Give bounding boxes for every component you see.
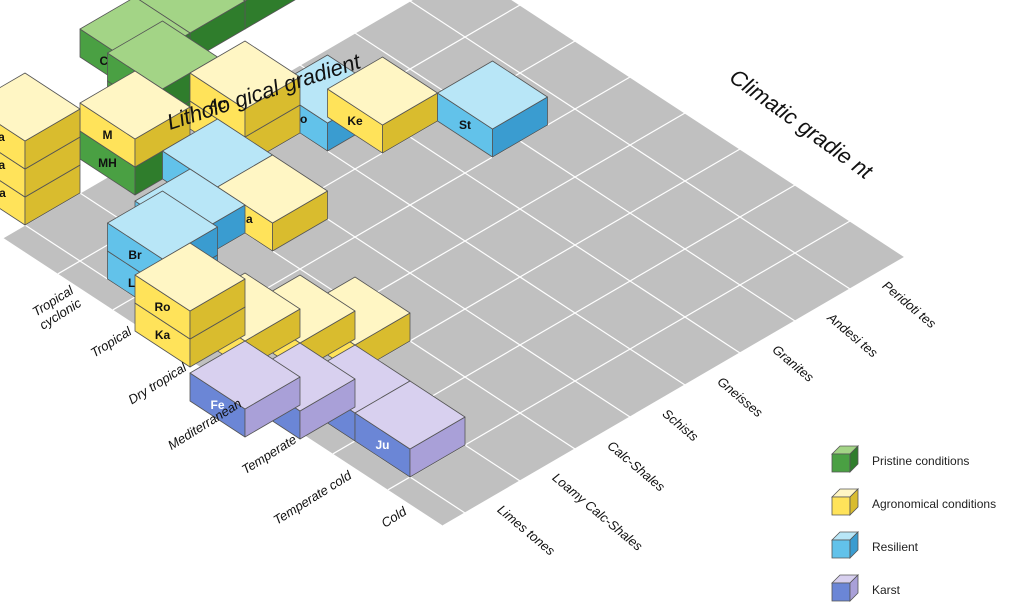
legend-label: Resilient [872,540,919,554]
cube-top-face [327,56,438,126]
cube-ju: Ju [354,380,466,478]
legend-item-agronomical: Agronomical conditions [831,488,996,516]
cube-label: Ke [347,114,363,128]
lithology-label-text: Gneisses [715,374,767,421]
lithology-label-text: Loamy Calc-Shales [550,470,646,554]
cube-label: MH [98,156,117,170]
cube-top-face [79,70,191,140]
cube-pa: Pa [0,72,81,170]
legend-item-pristine: Pristine conditions [831,445,969,473]
cube-label: Ju [375,438,389,452]
legend-swatch-front [831,453,851,473]
lithology-label: Granites [770,342,818,385]
cube-label: Pa [0,130,5,144]
cube-label: Ma [0,186,6,200]
cube-label: St [459,118,471,132]
lithology-label: Peridoti tes [880,278,940,332]
lithology-label-text: Limes tones [495,502,559,559]
cube-label: Br [128,248,142,262]
legend-item-resilient: Resilient [831,531,919,559]
legend-swatch-side [849,488,859,516]
legend-item-karst: Karst [831,574,901,602]
cube-label: AC [209,98,227,112]
legend-label: Pristine conditions [872,454,969,468]
lithology-label: Calc-Shales [605,438,669,495]
cube-ac: AC [189,40,301,138]
lithology-label: Loamy Calc-Shales [550,470,646,554]
cube-label: Ka [155,328,171,342]
lithology-label: Gneisses [715,374,767,421]
lithology-label-text: Andesi tes [824,309,881,360]
cube-top-face [189,340,301,410]
climate-label: Cold [378,503,409,530]
legend-swatch-side [849,574,859,602]
cube-layer: NCReCpNsLoKeStDoACACMHMVaMaCaPaNaToLaBrO… [0,0,548,478]
climate-label-text: Cold [378,503,409,530]
cube-ro: Ro [134,242,246,340]
legend-swatch-side [849,445,859,473]
lithology-label-text: Peridoti tes [880,278,940,332]
cube-fe: Fe [189,340,301,438]
cube-top-face [437,60,548,130]
lithology-label-text: Calc-Shales [605,438,669,495]
legend-label: Karst [872,583,901,597]
climate-label: Temperate cold [271,467,355,527]
legend-swatch-side [849,531,859,559]
cube-label: Ca [0,158,5,172]
cube-label: Ro [155,300,171,314]
lithology-label-text: Granites [770,342,818,385]
legend-swatch-front [831,496,851,516]
cube-top-face [107,190,218,260]
cube-label: M [103,128,113,142]
grid-line-lithology [354,32,796,322]
cube-m: M [79,70,191,168]
cube-ke: Ke [327,56,438,154]
climate-label-text: Temperate cold [271,467,355,527]
cube-top-face [189,40,301,110]
legend-label: Agronomical conditions [872,497,996,511]
grid-line-lithology [409,0,851,290]
legend-swatch-front [831,539,851,559]
lithology-label-text: Schists [660,406,702,445]
cube-right-face [244,0,296,30]
lithology-label: Schists [660,406,702,445]
cube-top-face [354,380,466,450]
climate-label: Temperate [239,432,299,477]
cube-top-face [134,242,246,312]
cube-label: Fe [210,398,224,412]
grid-line-lithology [511,0,906,258]
climate-label-text: Tropical [88,323,135,360]
cube-top-face [0,72,81,142]
lithology-label: Andesi tes [824,309,881,360]
climate-label-text: Temperate [239,432,299,477]
lithology-label: Limes tones [495,502,559,559]
climate-label: Tropical [88,323,135,360]
climate-label: Dry tropical [125,359,190,407]
climate-label-text: Dry tropical [125,359,190,407]
cube-st: St [437,60,548,158]
legend-swatch-front [831,582,851,602]
